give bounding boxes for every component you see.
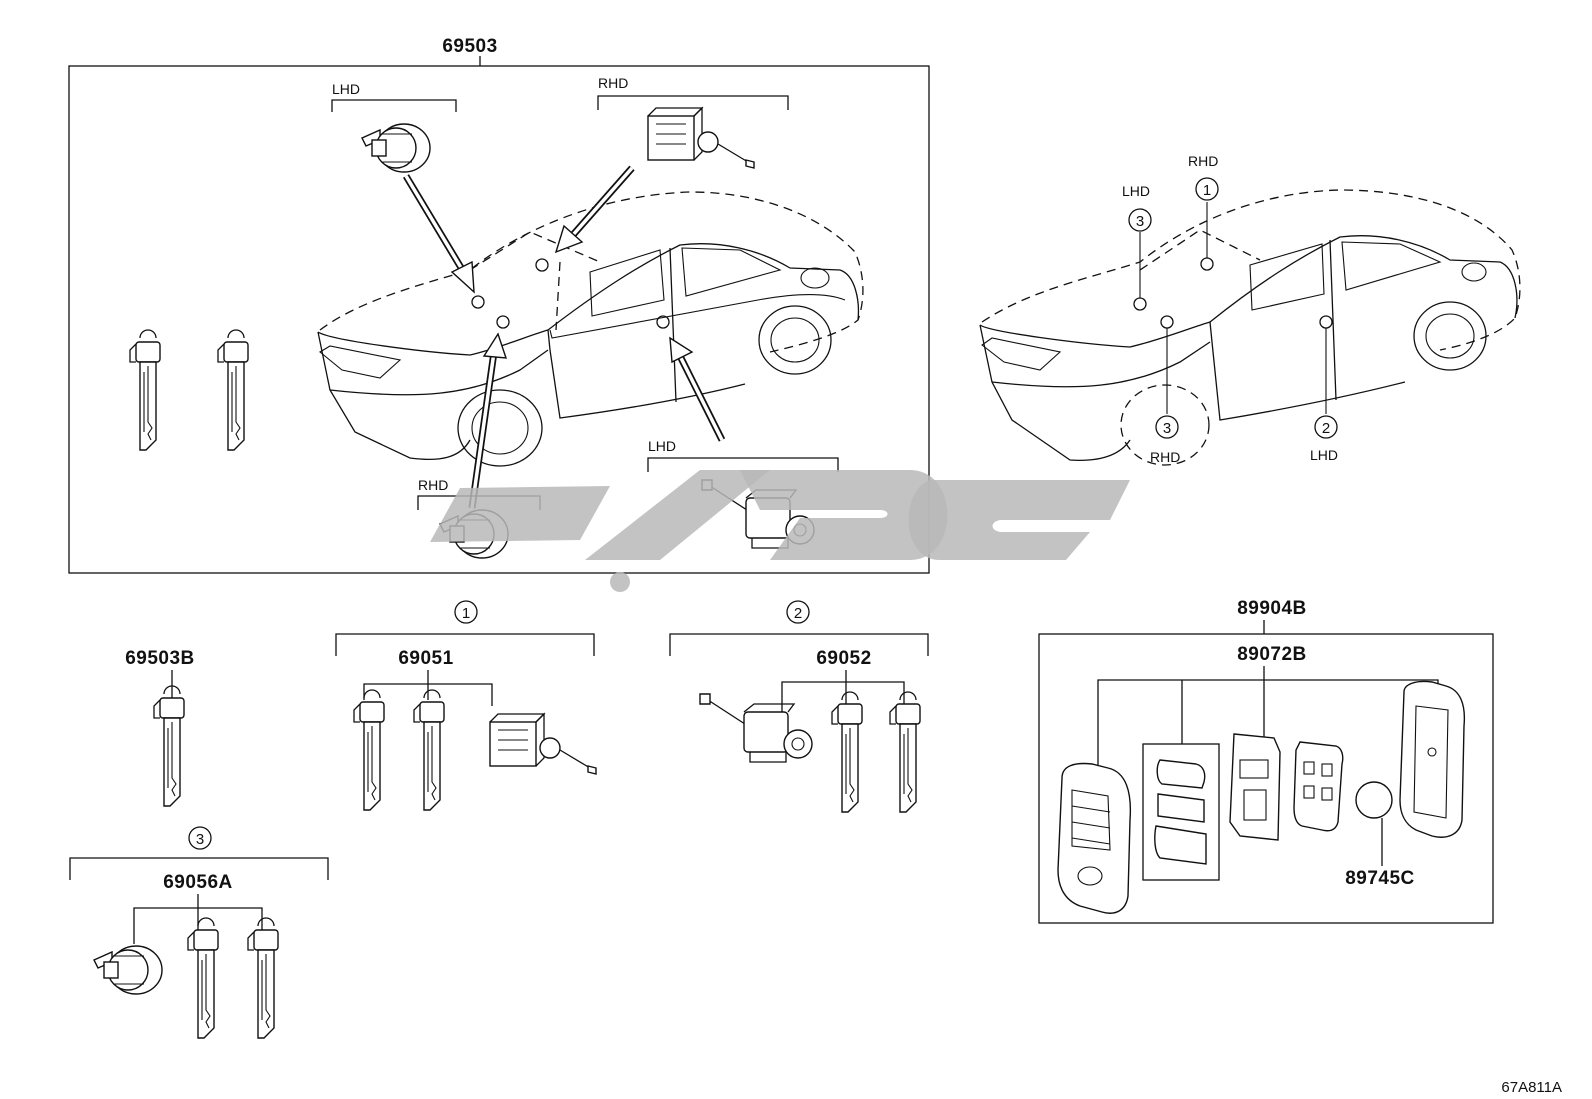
set1-key-2 — [413, 689, 445, 811]
set3-callout: 3 — [196, 831, 204, 848]
part-number-89072B: 89072B — [1237, 644, 1307, 665]
key-69503B — [153, 685, 185, 807]
set1-lock-module — [489, 713, 597, 775]
part-number-69503B: 69503B — [125, 648, 195, 669]
door-lock-module-rhd — [647, 107, 755, 169]
part-number-69056A: 69056A — [163, 872, 233, 893]
right-label-lhd-bottom: LHD — [1310, 447, 1338, 463]
set3-key-2 — [247, 917, 279, 1039]
part-number-69052: 69052 — [816, 648, 871, 669]
right-label-rhd-bottom: RHD — [1150, 449, 1180, 465]
smart-key-rear-shell — [1399, 680, 1466, 838]
right-callout-3a: 3 — [1136, 213, 1144, 230]
set3-lock-cylinder — [93, 945, 163, 995]
set3-key-1 — [187, 917, 219, 1039]
key-blank-2 — [217, 329, 249, 451]
coin-battery — [1355, 781, 1393, 819]
right-label-lhd-top: LHD — [1122, 183, 1150, 199]
smart-key-shell — [1057, 762, 1132, 914]
watermark-logo — [430, 470, 1130, 592]
arrow-rhd-module — [554, 165, 635, 254]
right-callout-1: 1 — [1203, 182, 1211, 199]
figure-code: 67A811A — [1501, 1079, 1562, 1096]
button-pad-frame — [1142, 743, 1220, 881]
car-outline-left — [317, 191, 864, 467]
set1-callout: 1 — [462, 605, 470, 622]
set1-key-1 — [353, 689, 385, 811]
label-rhd-top: RHD — [598, 75, 628, 91]
inner-case — [1293, 741, 1344, 832]
button-pad — [1154, 759, 1207, 865]
set2-callout: 2 — [794, 605, 802, 622]
set2-lock-switch — [699, 693, 813, 763]
arrow-lhd-switch — [669, 336, 726, 442]
part-number-69503: 69503 — [442, 36, 497, 57]
part-number-89904B: 89904B — [1237, 598, 1307, 619]
arrow-rhd-cylinder — [468, 332, 508, 509]
label-rhd-bottom: RHD — [418, 477, 448, 493]
part-number-89745C: 89745C — [1345, 868, 1415, 889]
right-callout-3b: 3 — [1163, 420, 1171, 437]
main-assembly-frame — [68, 65, 930, 574]
label-lhd-top: LHD — [332, 81, 360, 97]
set2-key-2 — [889, 691, 921, 813]
remote-assembly-frame — [1038, 633, 1494, 924]
key-blank-1 — [129, 329, 161, 451]
right-callout-2: 2 — [1322, 420, 1330, 437]
car-outline-right — [979, 189, 1521, 466]
set2-key-1 — [831, 691, 863, 813]
label-lhd-bottom: LHD — [648, 438, 676, 454]
part-number-69051: 69051 — [398, 648, 453, 669]
right-label-rhd-top: RHD — [1188, 153, 1218, 169]
arrow-lhd-cylinder — [402, 174, 475, 294]
circuit-board — [1229, 733, 1281, 841]
door-lock-cylinder-lhd — [361, 123, 431, 173]
